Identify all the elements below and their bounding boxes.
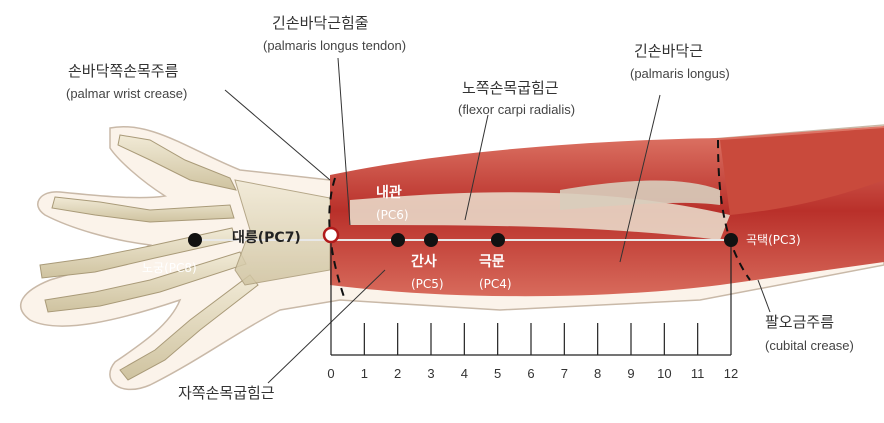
pc4-label-ko: 극문: [479, 254, 505, 270]
ruler-tick-label: 5: [494, 366, 501, 381]
pc8-point: [188, 233, 202, 247]
pc5-label-ko: 간사: [411, 253, 437, 270]
ruler-tick-label: 3: [427, 366, 434, 381]
pc7-point: [322, 226, 340, 244]
ruler-tick-label: 12: [724, 366, 738, 381]
ruler-tick-label: 8: [594, 366, 601, 381]
ruler-tick-label: 6: [527, 366, 534, 381]
pc5-point: [424, 233, 438, 247]
ruler-tick-label: 9: [627, 366, 634, 381]
leader-lines: [224, 57, 771, 384]
distance-ruler: [330, 242, 732, 356]
cubital-crease-en: (cubital crease): [765, 338, 854, 353]
ruler-tick-label: 10: [657, 366, 671, 381]
palmaris-longus-tendon-en: (palmaris longus tendon): [263, 38, 406, 53]
pc4-label-code: (PC4): [479, 277, 512, 291]
flexor-carpi-ulnaris-ko: 자쪽손목굽힘근: [178, 384, 275, 402]
pc4-point: [491, 233, 505, 247]
pc5-label-code: (PC5): [411, 277, 444, 291]
ruler-tick-label: 4: [461, 366, 468, 381]
palmaris-longus-tendon-ko: 긴손바닥근힘줄: [272, 14, 369, 32]
pc3-point: [724, 233, 738, 247]
ruler-tick-label: 1: [361, 366, 368, 381]
flexor-carpi-radialis-ko: 노쪽손목굽힘근: [462, 79, 559, 97]
forearm-muscles: [330, 126, 884, 297]
cubital-crease-ko: 팔오금주름: [765, 313, 834, 331]
cubital-crease-line: [717, 139, 751, 281]
pc8-label: 노궁(PC8): [142, 261, 197, 275]
pc7-label: 대릉(PC7): [232, 230, 301, 246]
pc6-label-code: (PC6): [376, 208, 409, 222]
palmar-wrist-crease-ko: 손바닥쪽손목주름: [68, 62, 179, 80]
pc3-label: 곡택(PC3): [746, 233, 801, 247]
pc6-label-ko: 내관: [376, 184, 402, 201]
ruler-tick-label: 7: [561, 366, 568, 381]
palmaris-longus-ko: 긴손바닥근: [634, 42, 703, 60]
ruler-tick-label: 0: [327, 366, 334, 381]
ruler-tick-label: 11: [691, 366, 705, 381]
ruler-tick-label: 2: [394, 366, 401, 381]
palmaris-longus-en: (palmaris longus): [630, 66, 730, 81]
palmar-wrist-crease-en: (palmar wrist crease): [66, 86, 187, 101]
pc6-point: [391, 233, 405, 247]
hand-bones: [39, 134, 331, 381]
flexor-carpi-radialis-en: (flexor carpi radialis): [458, 102, 575, 117]
